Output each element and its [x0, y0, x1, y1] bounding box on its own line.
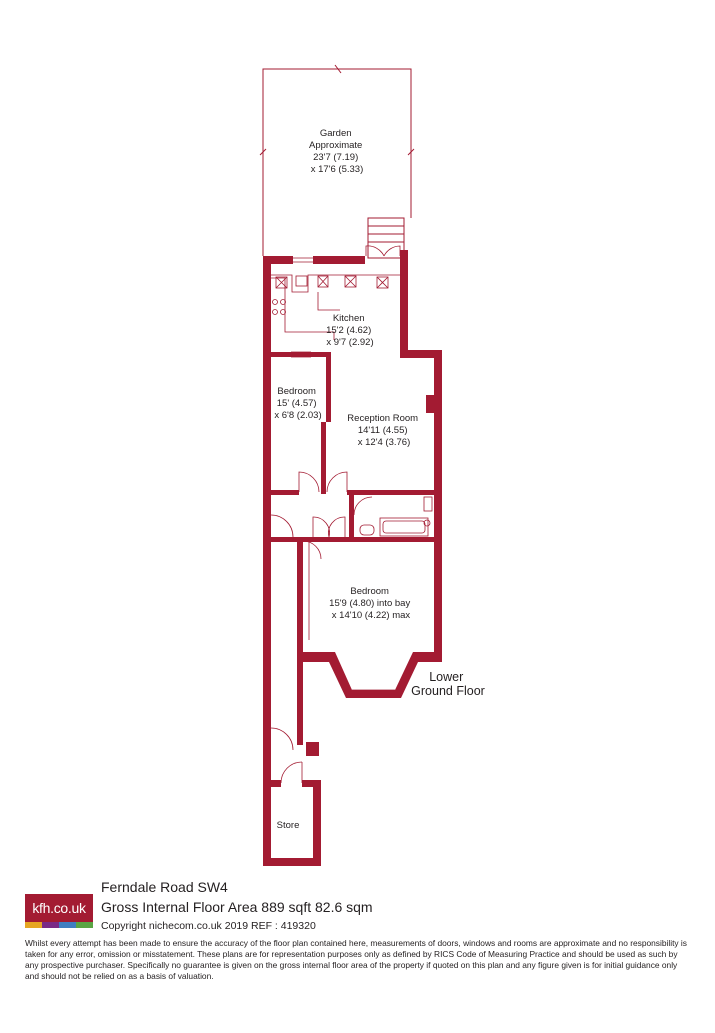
property-info: Ferndale Road SW4 Gross Internal Floor A… — [101, 878, 373, 935]
garden-boundary — [259, 64, 415, 259]
property-address: Ferndale Road SW4 — [101, 879, 228, 895]
logo-stripe — [42, 922, 59, 928]
bedroom-small-label: Bedroom 15' (4.57) x 6'8 (2.03) — [274, 386, 321, 421]
logo-stripe — [25, 922, 42, 928]
disclaimer: Whilst every attempt has been made to en… — [25, 938, 687, 981]
garden-label: Garden Approximate 23'7 (7.19) x 17'6 (5… — [309, 128, 365, 175]
reception-room-label: Reception Room 14'11 (4.55) x 12'4 (3.76… — [347, 413, 420, 448]
kfh-logo: kfh.co.uk — [25, 894, 93, 928]
walls — [263, 250, 442, 866]
logo-text: kfh.co.uk — [25, 894, 93, 922]
fixtures — [270, 245, 433, 784]
floor-plan: Garden Approximate 23'7 (7.19) x 17'6 (5… — [259, 64, 485, 866]
floor-area: Gross Internal Floor Area 889 sqft 82.6 … — [101, 899, 373, 915]
logo-stripes — [25, 922, 93, 928]
floor-label: Lower Ground Floor — [411, 670, 485, 698]
logo-stripe — [76, 922, 93, 928]
store-label: Store — [277, 820, 300, 831]
bedroom-main-label: Bedroom 15'9 (4.80) into bay x 14'10 (4.… — [329, 586, 413, 621]
kitchen-label: Kitchen 15'2 (4.62) x 9'7 (2.92) — [326, 313, 374, 348]
copyright: Copyright nichecom.co.uk 2019 REF : 4193… — [101, 920, 316, 932]
partitions — [271, 352, 442, 542]
logo-stripe — [59, 922, 76, 928]
